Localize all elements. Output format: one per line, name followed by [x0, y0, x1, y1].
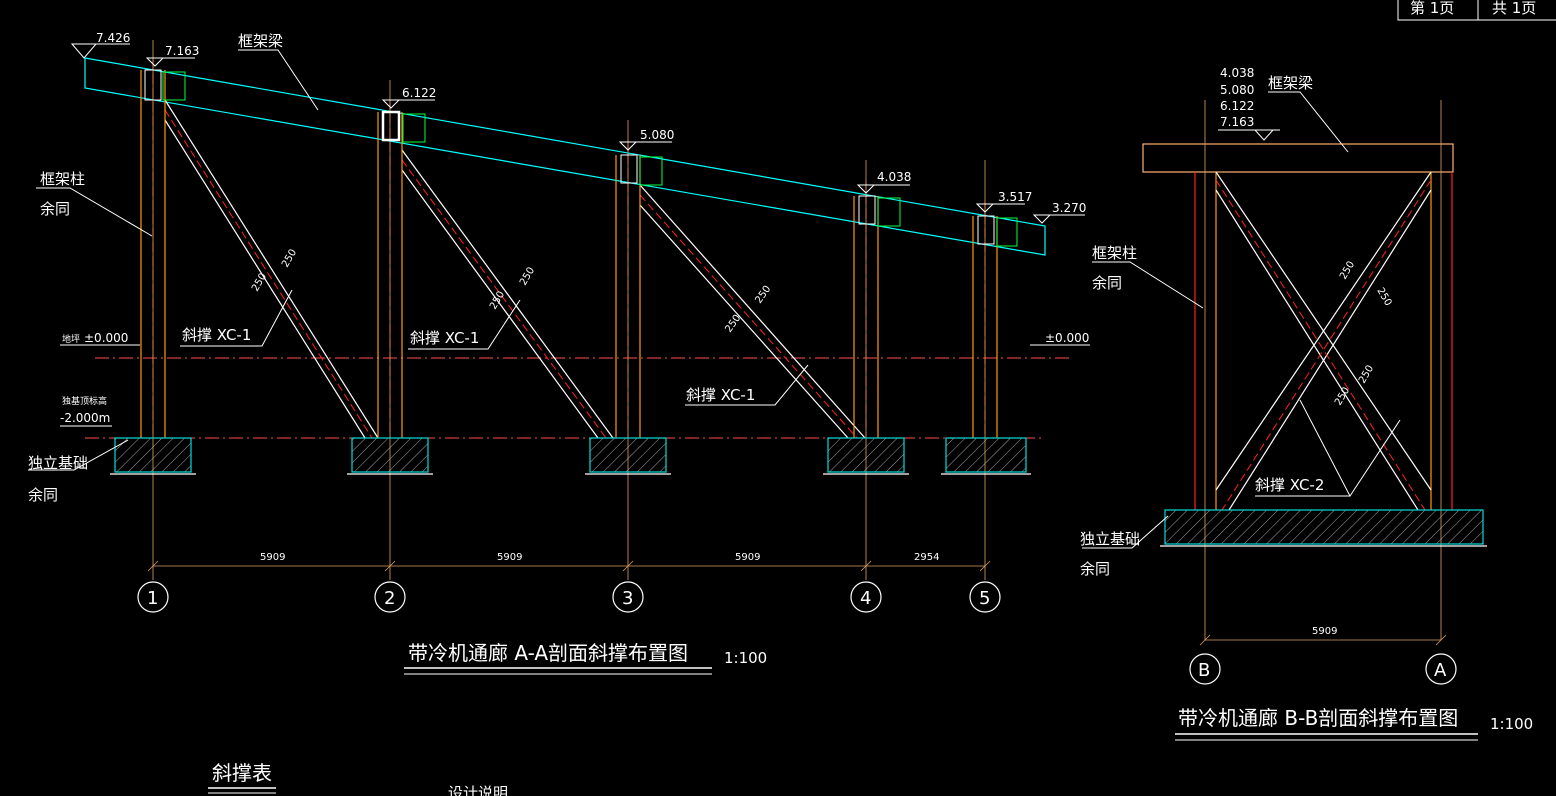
dimension-line-aa — [147, 560, 991, 572]
axis-label-3: 3 — [622, 588, 633, 609]
brace-centerlines — [164, 109, 858, 439]
svg-text:250: 250 — [1374, 286, 1393, 308]
brace-table-title: 斜撑表 — [212, 761, 272, 785]
svg-text:3.517: 3.517 — [998, 190, 1032, 204]
elevation-values: 7.426 7.163 6.122 5.080 4.038 3.517 3.27… — [96, 31, 1086, 215]
page-total: 共 1页 — [1492, 0, 1536, 17]
brace-label-bb: 斜撑 XC-2 — [1255, 476, 1324, 494]
column-label-bb-2: 余同 — [1092, 274, 1122, 292]
elev-bb-1: 4.038 — [1220, 66, 1254, 80]
svg-text:250: 250 — [753, 284, 773, 306]
title-aa: 带冷机通廊 A-A剖面斜撑布置图 — [408, 641, 688, 665]
brace-dims-bb: 250 250 250 250 — [1333, 259, 1393, 407]
svg-text:250: 250 — [1357, 363, 1376, 385]
beam-label-aa: 框架梁 — [238, 32, 283, 50]
svg-text:250: 250 — [1333, 385, 1352, 407]
axis-bubbles-aa — [137, 581, 1001, 613]
brace-dims-aa: 250 250 250 250 250 250 — [250, 247, 773, 334]
foundation-label-aa: 独立基础 — [28, 454, 88, 472]
page-header: 第 1页 共 1页 — [1397, 0, 1556, 21]
frame-beam-bb — [1142, 143, 1454, 173]
frame-beam — [84, 57, 1046, 256]
column-label-aa: 框架柱 — [40, 170, 85, 188]
svg-text:6.122: 6.122 — [402, 86, 436, 100]
ground-prefix: 地坪 — [62, 333, 80, 345]
svg-text:7.426: 7.426 — [96, 31, 130, 45]
foundation-top-label: 独基顶标高 — [62, 395, 107, 407]
columns-bb — [1194, 100, 1453, 640]
foundation-label-bb-2: 余同 — [1080, 560, 1110, 578]
beam-label-bb: 框架梁 — [1268, 74, 1313, 92]
ground-level-right: ±0.000 — [1045, 331, 1089, 345]
column-caps — [144, 69, 1018, 247]
elev-bb-2: 5.080 — [1220, 83, 1254, 97]
view-aa: 7.426 7.163 6.122 5.080 4.038 3.517 3.27… — [28, 31, 1090, 675]
page-number: 第 1页 — [1410, 0, 1454, 17]
leaders-bb — [1082, 91, 1401, 549]
leaders-aa — [28, 49, 1090, 471]
svg-text:250: 250 — [488, 289, 507, 311]
axis-label-1: 1 — [147, 588, 158, 609]
foundations-aa — [110, 437, 1031, 475]
braces-xc1 — [164, 99, 866, 439]
brace-centerlines-bb — [1215, 179, 1432, 511]
foundation-label-bb: 独立基础 — [1080, 530, 1140, 548]
foundation-label-aa-2: 余同 — [28, 486, 58, 504]
view-bb: 4.038 5.080 6.122 7.163 框架梁 框架柱 余同 斜撑 XC… — [1080, 66, 1533, 741]
design-notes-title: 设计说明 — [448, 784, 508, 796]
foundation-bb — [1164, 509, 1484, 545]
svg-text:250: 250 — [280, 247, 299, 269]
axis-label-b: B — [1198, 660, 1210, 681]
column-label-bb: 框架柱 — [1092, 244, 1137, 262]
elev-bb-4: 7.163 — [1220, 115, 1254, 129]
braces-xc2 — [1215, 171, 1432, 511]
svg-text:4.038: 4.038 — [877, 170, 911, 184]
svg-text:250: 250 — [1338, 259, 1357, 281]
foundation-top-value: -2.000m — [60, 411, 110, 425]
svg-text:250: 250 — [518, 265, 537, 287]
span-4: 2954 — [914, 552, 939, 563]
svg-text:7.163: 7.163 — [165, 44, 199, 58]
span-bb: 5909 — [1312, 626, 1337, 637]
axis-lines-aa — [152, 40, 986, 580]
ground-level-left: ±0.000 — [84, 331, 128, 345]
brace-label-3: 斜撑 XC-1 — [686, 386, 755, 404]
title-bb: 带冷机通廊 B-B剖面斜撑布置图 — [1178, 706, 1458, 730]
span-1: 5909 — [260, 552, 285, 563]
columns-aa — [140, 60, 998, 438]
svg-text:250: 250 — [250, 271, 269, 293]
axis-label-2: 2 — [384, 588, 395, 609]
elevation-markers — [70, 43, 1085, 224]
svg-text:3.270: 3.270 — [1052, 201, 1086, 215]
axis-label-a: A — [1434, 660, 1447, 681]
axis-label-5: 5 — [979, 588, 990, 609]
axis-label-4: 4 — [860, 588, 871, 609]
brace-label-2: 斜撑 XC-1 — [410, 329, 479, 347]
scale-aa: 1:100 — [724, 649, 767, 667]
svg-text:5.080: 5.080 — [640, 128, 674, 142]
brace-label-1: 斜撑 XC-1 — [182, 326, 251, 344]
scale-bb: 1:100 — [1490, 715, 1533, 733]
span-2: 5909 — [497, 552, 522, 563]
svg-text:250: 250 — [723, 313, 743, 335]
elev-bb-3: 6.122 — [1220, 99, 1254, 113]
column-label-aa-2: 余同 — [40, 200, 70, 218]
span-3: 5909 — [735, 552, 760, 563]
